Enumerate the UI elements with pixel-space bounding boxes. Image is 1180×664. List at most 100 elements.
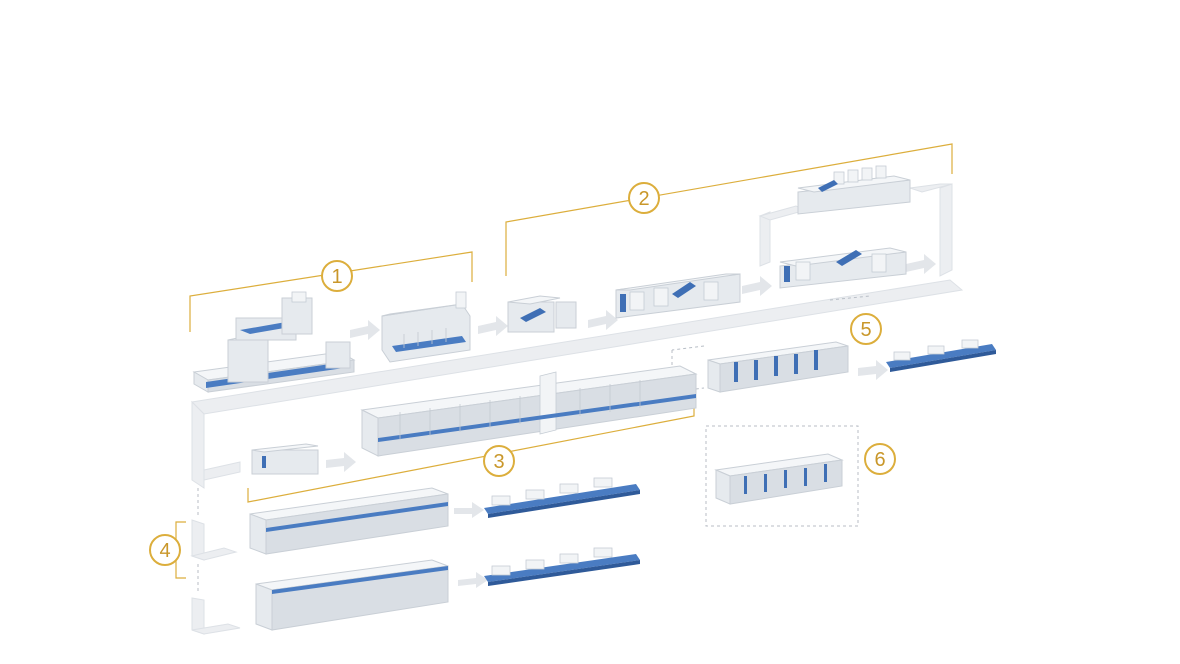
- marker-4-circle: [149, 534, 181, 566]
- conveyor-4a-pack-3: [559, 483, 579, 494]
- flow-right-top: [909, 183, 953, 193]
- marker-1: 1: [321, 260, 353, 292]
- bracket-2: [505, 143, 953, 276]
- section-2-machines: [507, 165, 911, 333]
- s3-long-spindles: [399, 380, 641, 440]
- section-4-machines: [249, 487, 449, 631]
- marker-5-label: 5: [860, 319, 871, 341]
- s6-spindle-4: [804, 468, 807, 486]
- dashed-connector-right: [829, 295, 871, 301]
- conveyor-4b-top: [484, 554, 640, 582]
- s4b-front: [255, 583, 273, 631]
- marker-1-label: 1: [331, 266, 342, 288]
- s5-spindle-2: [754, 360, 758, 380]
- s2-can-3: [861, 167, 873, 181]
- s5-spindle-5: [814, 350, 818, 370]
- s6-spindle-1: [744, 476, 747, 494]
- conveyor-4b-side: [488, 560, 640, 586]
- s4a-front: [249, 513, 267, 555]
- flow-arrow-9: [458, 572, 488, 588]
- s2-unit-d-arm: [818, 180, 838, 192]
- s2-can-2: [847, 169, 859, 183]
- s4b-blue: [272, 566, 448, 594]
- s3-feeder-blue: [262, 456, 266, 468]
- flow-left-to-row4a: [190, 547, 238, 561]
- marker-5: 5: [850, 313, 882, 345]
- s2-can-1: [833, 171, 845, 185]
- flow-arrow-8: [454, 502, 484, 518]
- marker-4: 4: [149, 534, 181, 566]
- s6-front: [715, 469, 731, 505]
- s3-feeder: [251, 449, 319, 475]
- s1-furnace-blue: [392, 336, 466, 352]
- marker-3-label: 3: [493, 451, 504, 473]
- output-conveyors: [484, 339, 996, 586]
- marker-3-circle: [483, 445, 515, 477]
- conveyor-4b-pack-2: [525, 559, 545, 570]
- bracket-3: [247, 402, 695, 503]
- s2-can-4: [875, 165, 887, 179]
- s1-furnace-chimney: [455, 291, 467, 309]
- section-1-machines: [192, 291, 471, 393]
- s6-spindle-3: [784, 470, 787, 488]
- marker-2-circle: [628, 182, 660, 214]
- marker-3: 3: [483, 445, 515, 477]
- section-3-machines: [251, 365, 698, 475]
- conveyor-4a-top: [484, 484, 640, 514]
- conveyor-5-side: [890, 350, 996, 372]
- s2-unit-b-blue-1: [620, 294, 626, 312]
- conveyor-4b-pack-3: [559, 553, 579, 564]
- s1-cabinet-top: [291, 291, 307, 303]
- s2-unit-a2: [555, 301, 577, 329]
- conveyor-4a-pack-4: [593, 477, 613, 488]
- s2-unit-c-box-1: [795, 261, 811, 281]
- s5-spindle-3: [774, 356, 778, 376]
- s1-furnace-racks: [403, 328, 447, 348]
- flow-arrow-4: [742, 276, 772, 296]
- conveyor-4a-pack-2: [525, 489, 545, 500]
- s1-cabinet: [281, 297, 313, 335]
- flow-left-to-unit3: [203, 461, 241, 481]
- conveyor-4a-side: [488, 490, 640, 518]
- s3-long-side: [377, 373, 697, 457]
- s2-unit-a-top: [507, 295, 561, 305]
- flow-arrow-6: [858, 360, 888, 380]
- conveyor-4a-pack-1: [491, 495, 511, 506]
- s3-long-center-tower: [539, 371, 557, 435]
- section-5-machines: [707, 341, 849, 393]
- s1-furnace-front: [381, 303, 471, 363]
- flow-right-vertical: [939, 183, 953, 277]
- s1-small-box: [325, 341, 351, 369]
- s2-unit-b-top: [615, 273, 741, 291]
- s2-unit-b-box-3: [703, 281, 719, 301]
- marker-5-circle: [850, 313, 882, 345]
- s3-long-front: [361, 409, 379, 457]
- flow-left-to-row4b: [191, 623, 241, 635]
- marker-4-label: 4: [159, 540, 170, 562]
- s5-spindles: [734, 350, 818, 382]
- conveyor-4b-pack-4: [593, 547, 613, 558]
- flow-arrow-1: [350, 320, 380, 340]
- marker-6-label: 6: [874, 449, 885, 471]
- flow-left-vertical: [191, 400, 205, 489]
- flow-arrow-7: [326, 452, 356, 472]
- s3-long-blue-line: [378, 394, 696, 442]
- marker-2-label: 2: [638, 188, 649, 210]
- number-markers: 1 2 3 4 5 6: [149, 182, 896, 566]
- s2-unit-c-box-2: [871, 253, 887, 273]
- marker-2: 2: [628, 182, 660, 214]
- conveyor-5-top: [886, 344, 996, 368]
- s2-unit-c-blue: [784, 266, 790, 282]
- s6-spindle-2: [764, 474, 767, 492]
- s2-unit-c-arm: [836, 250, 862, 266]
- flow-paths: [190, 183, 964, 635]
- s2-unit-a-arm: [520, 308, 546, 322]
- s5-spindle-1: [734, 362, 738, 382]
- s1-tower: [227, 339, 269, 383]
- s5-front: [707, 359, 721, 393]
- s2-unit-b-box-2: [653, 287, 669, 307]
- s6-spindle-5: [824, 464, 827, 482]
- s2-unit-b-arm: [672, 282, 696, 298]
- section-6-machines: [714, 453, 844, 505]
